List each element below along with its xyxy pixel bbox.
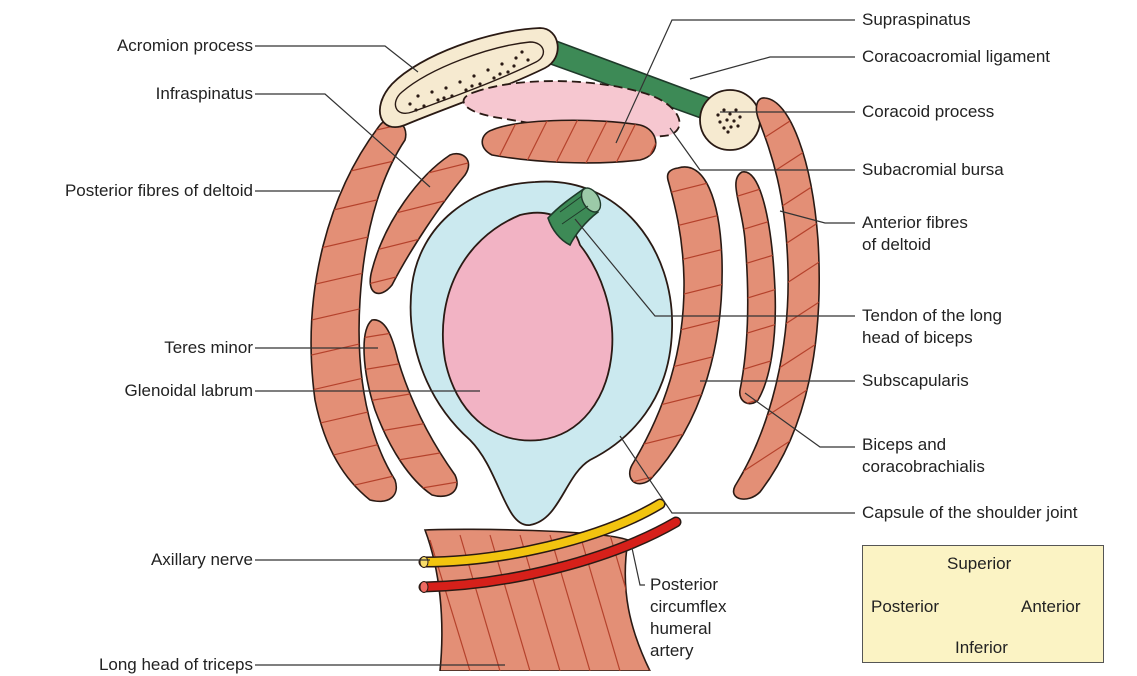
label-posterior-circumflex-line2: circumflex: [650, 596, 727, 618]
legend-posterior: Posterior: [871, 597, 939, 617]
label-posterior-fibres-deltoid: Posterior fibres of deltoid: [65, 180, 253, 202]
label-subscapularis: Subscapularis: [862, 370, 969, 392]
label-glenoidal-labrum: Glenoidal labrum: [124, 380, 253, 402]
label-anterior-fibres-deltoid-line1: Anterior fibres: [862, 212, 968, 234]
label-posterior-circumflex-line3: humeral: [650, 618, 711, 640]
label-biceps-coracobrachialis-line2: coracobrachialis: [862, 456, 985, 478]
label-tendon-biceps-line2: head of biceps: [862, 327, 973, 349]
label-subacromial-bursa: Subacromial bursa: [862, 159, 1004, 181]
label-posterior-circumflex-line1: Posterior: [650, 574, 718, 596]
label-acromion-process: Acromion process: [117, 35, 253, 57]
label-biceps-coracobrachialis-line1: Biceps and: [862, 434, 946, 456]
label-coracoid-process: Coracoid process: [862, 101, 994, 123]
legend-superior: Superior: [947, 554, 1011, 574]
coracoid-process: [700, 90, 760, 150]
label-capsule-shoulder-joint: Capsule of the shoulder joint: [862, 502, 1077, 524]
label-coracoacromial-ligament: Coracoacromial ligament: [862, 46, 1050, 68]
legend-inferior: Inferior: [955, 638, 1008, 658]
label-anterior-fibres-deltoid-line2: of deltoid: [862, 234, 931, 256]
legend-anterior: Anterior: [1021, 597, 1081, 617]
label-long-head-triceps: Long head of triceps: [99, 654, 253, 676]
label-teres-minor: Teres minor: [164, 337, 253, 359]
label-infraspinatus: Infraspinatus: [156, 83, 253, 105]
anterior-deltoid-muscle: [730, 95, 830, 520]
label-axillary-nerve: Axillary nerve: [151, 549, 253, 571]
orientation-legend: Superior Posterior Anterior Inferior: [862, 545, 1104, 663]
label-tendon-biceps-line1: Tendon of the long: [862, 305, 1002, 327]
label-posterior-circumflex-line4: artery: [650, 640, 693, 662]
label-supraspinatus: Supraspinatus: [862, 9, 971, 31]
